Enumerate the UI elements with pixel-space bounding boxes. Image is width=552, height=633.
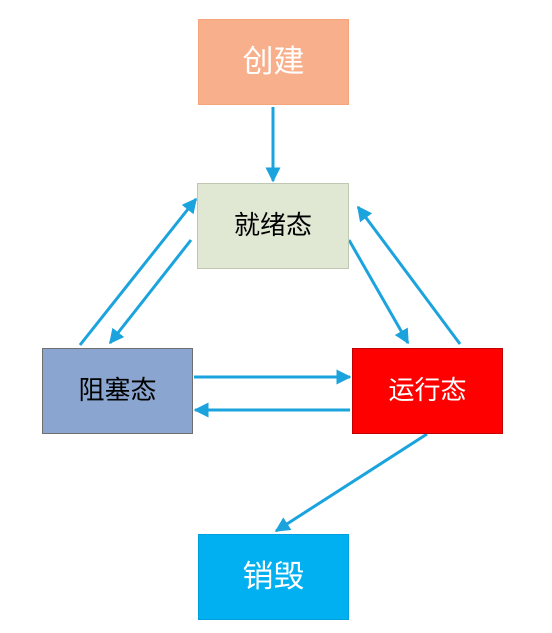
arrow-ready-to-blocked (108, 239, 193, 345)
state-blocked-label: 阻塞态 (78, 376, 157, 406)
arrow-blocked-to-ready (78, 197, 198, 346)
state-blocked: 阻塞态 (42, 348, 193, 434)
state-running: 运行态 (352, 348, 503, 434)
arrow-running-to-ready (356, 205, 462, 345)
arrow-ready-to-running (347, 239, 410, 345)
state-ready-label: 就绪态 (233, 211, 312, 241)
arrow-running-to-destroy (274, 432, 428, 533)
state-create: 创建 (198, 19, 349, 105)
state-ready: 就绪态 (197, 183, 349, 269)
state-destroy: 销毁 (198, 534, 349, 620)
state-destroy-label: 销毁 (242, 558, 305, 595)
state-running-label: 运行态 (388, 376, 467, 406)
state-create-label: 创建 (242, 43, 305, 80)
